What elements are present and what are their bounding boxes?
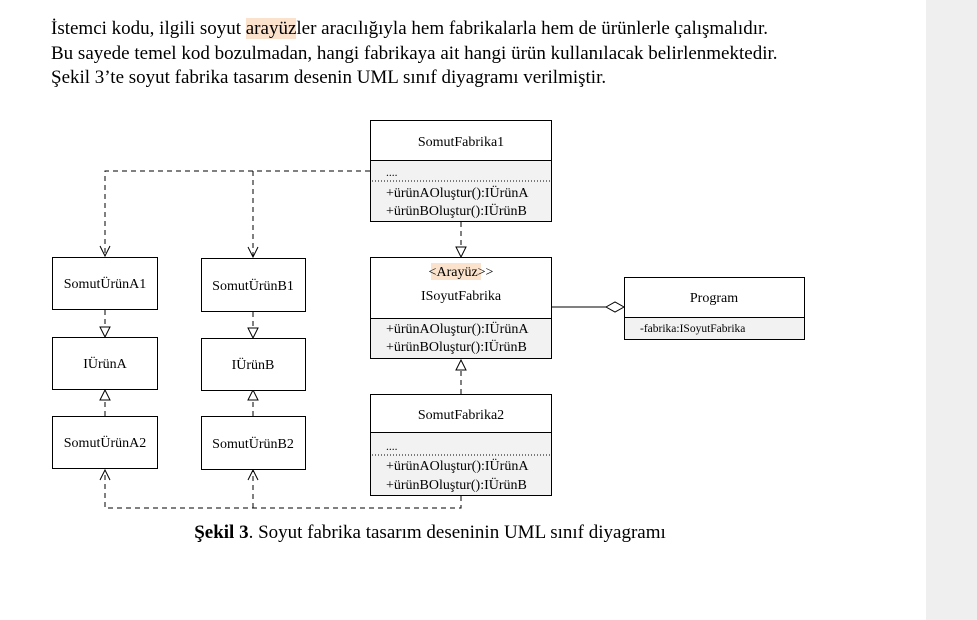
class-operation: +ürünBOluştur():IÜrünB [386,476,527,493]
class-operation: +ürünBOluştur():IÜrünB [386,202,527,219]
class-somuturunb2: SomutÜrünB2 [201,416,306,470]
interface-operation: +ürünBOluştur():IÜrünB [386,338,527,355]
interface-iurun-a: IÜrünA [52,337,158,390]
uml-class-diagram: SomutFabrika1 .... +ürünAOluştur():IÜrün… [52,120,805,509]
class-program: Program -fabrika:ISoyutFabrika [624,277,805,340]
line1-text: İstemci kodu, ilgili soyut [51,18,246,39]
class-somuturunb1: SomutÜrünB1 [201,258,306,312]
interface-operation: +ürünAOluştur():IÜrünA [386,320,529,337]
class-attribute: .... [386,167,398,179]
paragraph-line-1: İstemci kodu, ilgili soyut arayüzler ara… [51,17,921,42]
class-somutfabrika1: SomutFabrika1 .... +ürünAOluştur():IÜrün… [370,120,552,222]
class-name: SomutÜrünB1 [212,277,294,294]
stereotype-highlight [431,263,481,280]
class-somuturuna1: SomutÜrünA1 [52,257,158,310]
interface-name: IÜrünA [83,355,127,372]
body-paragraph: İstemci kodu, ilgili soyut arayüzler ara… [51,17,921,91]
class-somuturuna2: SomutÜrünA2 [52,416,158,469]
class-name: SomutÜrünB2 [212,435,294,452]
class-operation: +ürünAOluştur():IÜrünA [386,184,529,201]
line1-rest: ler aracılığıyla hem fabrikalarla hem de… [296,18,769,39]
class-name: SomutFabrika1 [418,135,504,150]
highlighted-word: arayüz [245,18,297,39]
interface-iurun-b: IÜrünB [201,338,306,391]
class-name: SomutÜrünA2 [64,434,146,451]
paragraph-line-3: Şekil 3’te soyut fabrika tasarım desenin… [51,67,607,88]
dependency-fabrika2-products [105,470,462,509]
dependency-fabrika1-products [105,170,370,257]
figure-caption: Şekil 3. Soyut fabrika tasarım deseninin… [0,522,860,544]
right-scroll-area[interactable] [926,0,977,620]
class-attribute: -fabrika:ISoyutFabrika [640,323,745,335]
class-name: SomutÜrünA1 [64,275,146,292]
interface-name: ISoyutFabrika [421,289,502,304]
class-name: SomutFabrika2 [418,408,504,423]
caption-label: Şekil 3 [194,522,249,543]
caption-text: . Soyut fabrika tasarım deseninin UML sı… [248,522,666,543]
interface-isoyutfabrika: <Arayüz>> ISoyutFabrika +ürünAOluştur():… [370,257,552,359]
stereotype: <Arayüz>> [429,265,494,280]
class-name: Program [690,291,738,306]
class-attribute: .... [386,441,398,453]
interface-name: IÜrünB [232,356,275,373]
class-somutfabrika2: SomutFabrika2 .... +ürünAOluştur():IÜrün… [370,394,552,496]
class-operation: +ürünAOluştur():IÜrünA [386,457,529,474]
paragraph-line-2: Bu sayede temel kod bozulmadan, hangi fa… [51,42,778,64]
